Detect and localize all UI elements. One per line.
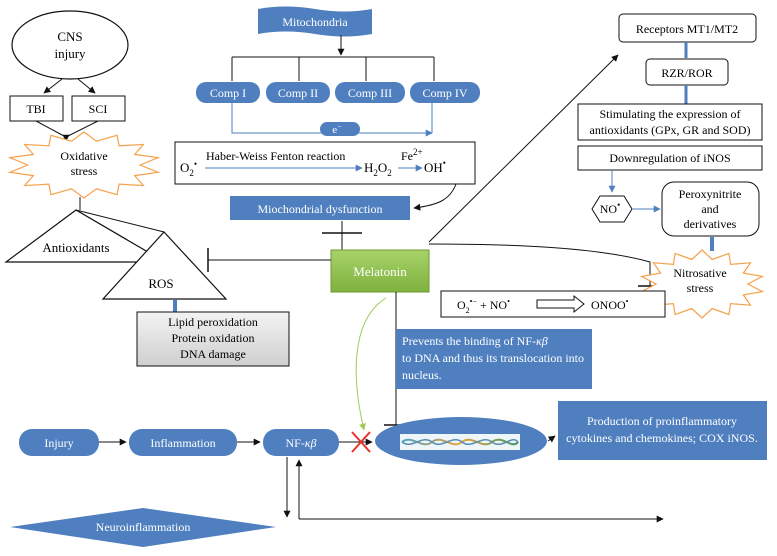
nfkb-note-line-3: nucleus. — [402, 368, 442, 382]
blocked-cross — [351, 431, 371, 453]
complex-i-node: Comp I — [196, 82, 260, 103]
injury-node: Injury — [19, 429, 99, 456]
oxidative-stress-label-2: stress — [71, 164, 98, 178]
complex-label: Comp II — [278, 86, 318, 100]
nfkb-label: NF-κβ — [285, 436, 316, 450]
dysfunction-label: Miochondrial dysfunction — [258, 202, 383, 216]
nitrosative-stress-burst: Nitrosative stress — [639, 249, 765, 319]
cns-injury-label-1: CNS — [57, 29, 82, 44]
melatonin-label: Melatonin — [353, 264, 407, 279]
fe-label: Fe2+ — [401, 147, 423, 163]
peroxynitrite-label: and — [701, 202, 718, 216]
complex-ii-node: Comp II — [266, 82, 330, 103]
antioxidant-expression-line-2: antioxidants (GPx, GR and SOD) — [590, 123, 751, 137]
complex-iv-node: Comp IV — [410, 82, 480, 103]
cns-injury-node: CNS injury — [11, 10, 129, 80]
antioxidants-label: Antioxidants — [42, 240, 109, 255]
no-reaction-reactants: O2•− + NO• — [457, 297, 510, 315]
tbi-label: TBI — [26, 102, 45, 116]
production-line-2: cytokines and chemokines; COX iNOS. — [566, 431, 758, 445]
nfkb-note-line-2: to DNA and thus its translocation into — [402, 351, 584, 365]
nitric-oxide-label: NO• — [600, 200, 621, 216]
mitochondria-banner: Mitochondria — [258, 6, 372, 37]
receptors-node: Receptors MT1/MT2 — [618, 13, 757, 43]
oxidative-stress-label-1: Oxidative — [60, 149, 107, 163]
injury-label: Injury — [44, 436, 73, 450]
antioxidants-ros-balance: Antioxidants ROS — [4, 209, 228, 300]
antioxidant-expression-line-1: Stimulating the expression of — [600, 107, 741, 121]
complex-label: Comp I — [210, 86, 246, 100]
damage-item: Lipid peroxidation — [168, 315, 258, 329]
nitrosative-stress-label-1: Nitrosative — [673, 266, 726, 280]
receptors-label: Receptors MT1/MT2 — [636, 22, 738, 36]
rzr-ror-node: RZR/ROR — [645, 58, 729, 86]
no-reaction-product: ONOO• — [591, 297, 629, 312]
peroxynitrite-reaction-box: O2•− + NO• ONOO• — [440, 290, 666, 318]
inflammation-node: Inflammation — [129, 429, 237, 456]
complex-label: Comp IV — [423, 86, 468, 100]
complex-iii-node: Comp III — [335, 82, 405, 103]
mitochondrial-dysfunction-node: Miochondrial dysfunction — [230, 196, 410, 220]
peroxynitrite-node: Peroxynitrite and derivatives — [661, 181, 760, 237]
sci-label: SCI — [89, 102, 108, 116]
antioxidant-expression-node: Stimulating the expression of antioxidan… — [577, 103, 763, 141]
nitric-oxide-node: NO• — [591, 195, 633, 223]
haber-weiss-label: Haber-Weiss Fenton reaction — [206, 149, 345, 163]
inos-downregulation-node: Downregulation of iNOS — [577, 145, 763, 171]
o2-radical-label: O2• — [180, 159, 197, 178]
melatonin-node: Melatonin — [330, 249, 430, 293]
damage-box: Lipid peroxidation Protein oxidation DNA… — [136, 311, 290, 367]
complex-label: Comp III — [348, 86, 392, 100]
electron-label: e− — [332, 122, 342, 136]
tbi-node: TBI — [9, 95, 64, 122]
rzr-ror-label: RZR/ROR — [661, 66, 712, 80]
mitochondria-label: Mitochondria — [282, 15, 348, 29]
hydroxyl-label: OH• — [424, 158, 446, 175]
inos-downregulation-label: Downregulation of iNOS — [609, 151, 730, 165]
neuroinflammation-node: Neuroinflammation — [10, 508, 276, 547]
h2o2-label: H2O2 — [364, 160, 392, 178]
electron-node: e− — [320, 122, 360, 136]
haber-weiss-reaction-box: O2• Haber-Weiss Fenton reaction H2O2 Fe2… — [174, 141, 476, 185]
peroxynitrite-label: Peroxynitrite — [679, 187, 742, 201]
inflammation-label: Inflammation — [150, 436, 215, 450]
damage-item: DNA damage — [180, 347, 246, 361]
nfkb-inhibition-note: Prevents the binding of NF-κβ to DNA and… — [396, 329, 592, 389]
nfkb-note-line-1: Prevents the binding of NF-κβ — [402, 334, 548, 348]
cns-injury-label-2: injury — [54, 46, 86, 61]
sci-node: SCI — [71, 95, 126, 122]
oxidative-stress-burst: Oxidative stress — [7, 131, 161, 199]
damage-item: Protein oxidation — [172, 331, 255, 345]
ros-label: ROS — [148, 276, 173, 291]
peroxynitrite-label: derivatives — [684, 217, 737, 231]
production-line-1: Production of proinflammatory — [587, 414, 737, 428]
neuroinflammation-label: Neuroinflammation — [96, 520, 191, 534]
dna-nucleus-node — [375, 417, 547, 465]
nfkb-node: NF-κβ — [263, 429, 339, 456]
proinflammatory-production-node: Production of proinflammatory cytokines … — [558, 401, 767, 460]
nitrosative-stress-label-2: stress — [687, 281, 714, 295]
